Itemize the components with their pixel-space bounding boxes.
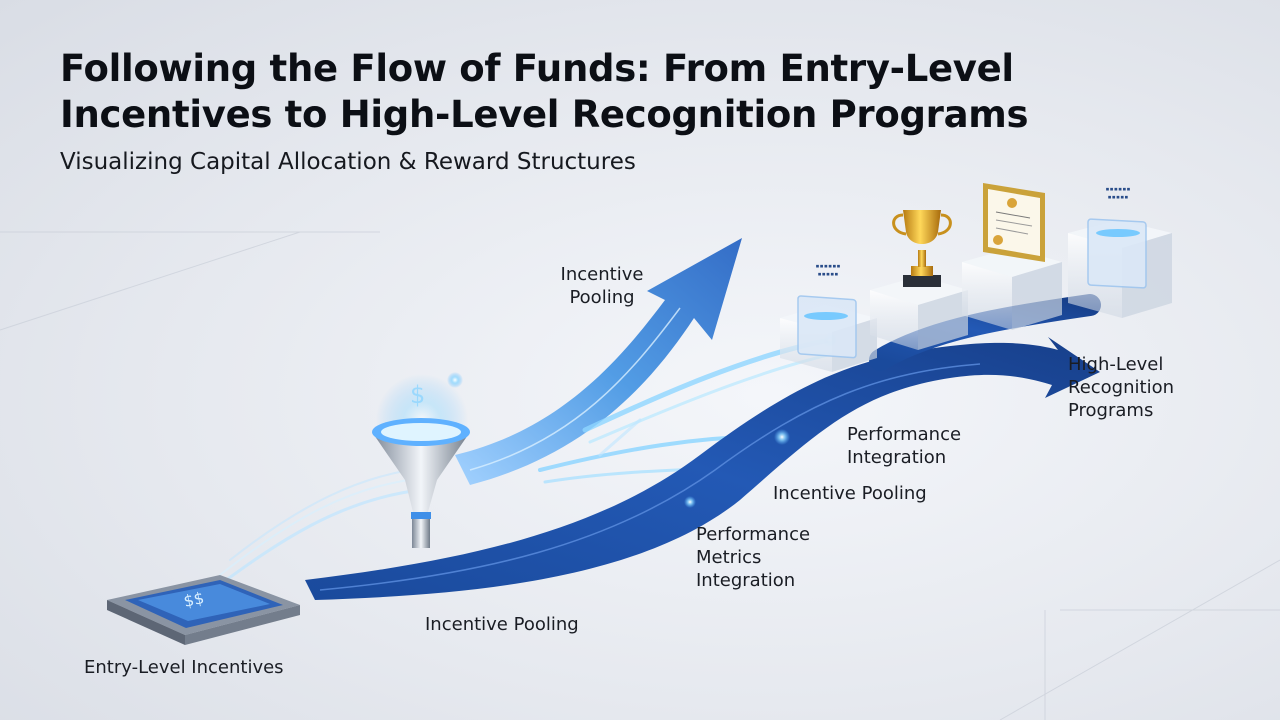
pedestal-2 (870, 210, 968, 350)
pedestal-3 (962, 183, 1062, 330)
award-plaque-icon: ▪▪▪▪▪▪ ▪▪▪▪▪ (1105, 185, 1131, 201)
incentive-pooling-arrow (455, 238, 742, 485)
svg-text:$: $ (410, 381, 425, 409)
recognition-pedestals (780, 183, 1172, 372)
label-incentive-pooling-mid: Incentive Pooling (773, 483, 927, 504)
page-title: Following the Flow of Funds: From Entry-… (60, 47, 1029, 136)
pedestal-1 (780, 295, 877, 372)
svg-text:$$: $$ (182, 588, 206, 611)
certificate-icon (983, 183, 1045, 262)
dollar-pad-icon: $$ (107, 575, 300, 645)
trophy-icon (892, 210, 952, 287)
funnel-icon: $ (372, 374, 470, 548)
award-plaque-icon: ▪▪▪▪▪▪ ▪▪▪▪▪ (815, 262, 841, 278)
background-grid (0, 231, 1280, 720)
page-subtitle: Visualizing Capital Allocation & Reward … (60, 149, 636, 175)
label-performance-integration: Performance Integration (847, 424, 962, 468)
label-entry-level: Entry-Level Incentives (84, 657, 284, 678)
label-incentive-pooling-top: Incentive Pooling (560, 264, 644, 308)
pedestal-4 (1068, 218, 1172, 318)
label-performance-metrics: Performance Metrics Integration (696, 524, 811, 591)
label-incentive-pooling-bottom: Incentive Pooling (425, 614, 579, 635)
label-high-level-recognition: High-Level Recognition Programs (1068, 354, 1174, 421)
